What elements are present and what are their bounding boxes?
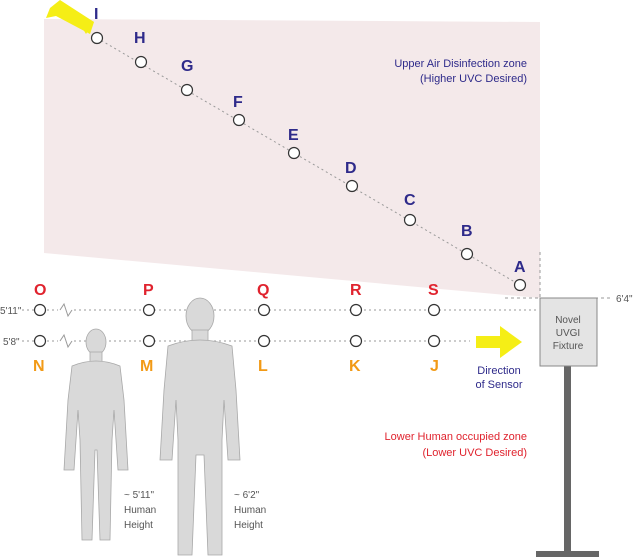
point-i [90, 31, 104, 45]
point-j [427, 334, 441, 348]
point-d [345, 179, 359, 193]
label-o: O [34, 282, 46, 299]
fixture-line1: Novel [555, 315, 581, 326]
label-r: R [350, 282, 362, 299]
measurement-right: 6'4" [616, 294, 633, 305]
point-n [33, 334, 47, 348]
sensor-line2: of Sensor [475, 379, 522, 391]
label-a: A [514, 259, 526, 276]
human-short-line3: Height [124, 520, 153, 531]
human-tall-line3: Height [234, 520, 263, 531]
row-top-break [59, 302, 73, 318]
label-k: K [349, 358, 361, 375]
human-tall-silhouette [159, 297, 241, 556]
upper-zone-line2: (Higher UVC Desired) [420, 73, 527, 85]
point-l [257, 334, 271, 348]
human-short-line1: ~ 5'11" [124, 490, 154, 501]
human-tall-line1: ~ 6'2" [234, 490, 260, 501]
label-d: D [345, 160, 357, 177]
point-s [427, 303, 441, 317]
point-f [232, 113, 246, 127]
label-b: B [461, 223, 473, 240]
point-o [33, 303, 47, 317]
point-r [349, 303, 363, 317]
point-k [349, 334, 363, 348]
label-f: F [233, 94, 243, 111]
label-j: J [430, 358, 439, 375]
measurement-bottom-left: 5'8" [3, 337, 20, 348]
point-h [134, 55, 148, 69]
point-c [403, 213, 417, 227]
human-short-silhouette [63, 328, 129, 541]
label-c: C [404, 192, 416, 209]
human-short-line2: Human [124, 505, 156, 516]
point-e [287, 146, 301, 160]
point-q [257, 303, 271, 317]
lower-zone-line2: (Lower UVC Desired) [422, 447, 527, 459]
point-b [460, 247, 474, 261]
fixture-base [536, 551, 599, 557]
sensor-line1: Direction [477, 365, 520, 377]
uvgi-fixture [539, 297, 598, 367]
label-p: P [143, 282, 154, 299]
fixture-line3: Fixture [553, 341, 584, 352]
label-e: E [288, 127, 299, 144]
point-g [180, 83, 194, 97]
top-arrow-icon [46, 0, 94, 34]
label-m: M [140, 358, 153, 375]
label-i: I [94, 6, 98, 23]
measurement-diagonal [96, 37, 521, 286]
label-q: Q [257, 282, 269, 299]
row-bottom-break [59, 333, 73, 349]
label-h: H [134, 30, 146, 47]
label-g: G [181, 58, 193, 75]
sensor-arrow-icon [476, 326, 522, 358]
lower-zone-line1: Lower Human occupied zone [385, 431, 527, 443]
upper-points [90, 31, 527, 292]
label-n: N [33, 358, 45, 375]
fixture-pole [564, 366, 571, 553]
human-tall-line2: Human [234, 505, 266, 516]
point-a [513, 278, 527, 292]
measurement-top-left: 5'11" [0, 306, 22, 317]
label-l: L [258, 358, 268, 375]
point-p [142, 303, 156, 317]
label-s: S [428, 282, 439, 299]
fixture-line2: UVGI [556, 328, 580, 339]
point-m [142, 334, 156, 348]
upper-zone-line1: Upper Air Disinfection zone [394, 58, 527, 70]
